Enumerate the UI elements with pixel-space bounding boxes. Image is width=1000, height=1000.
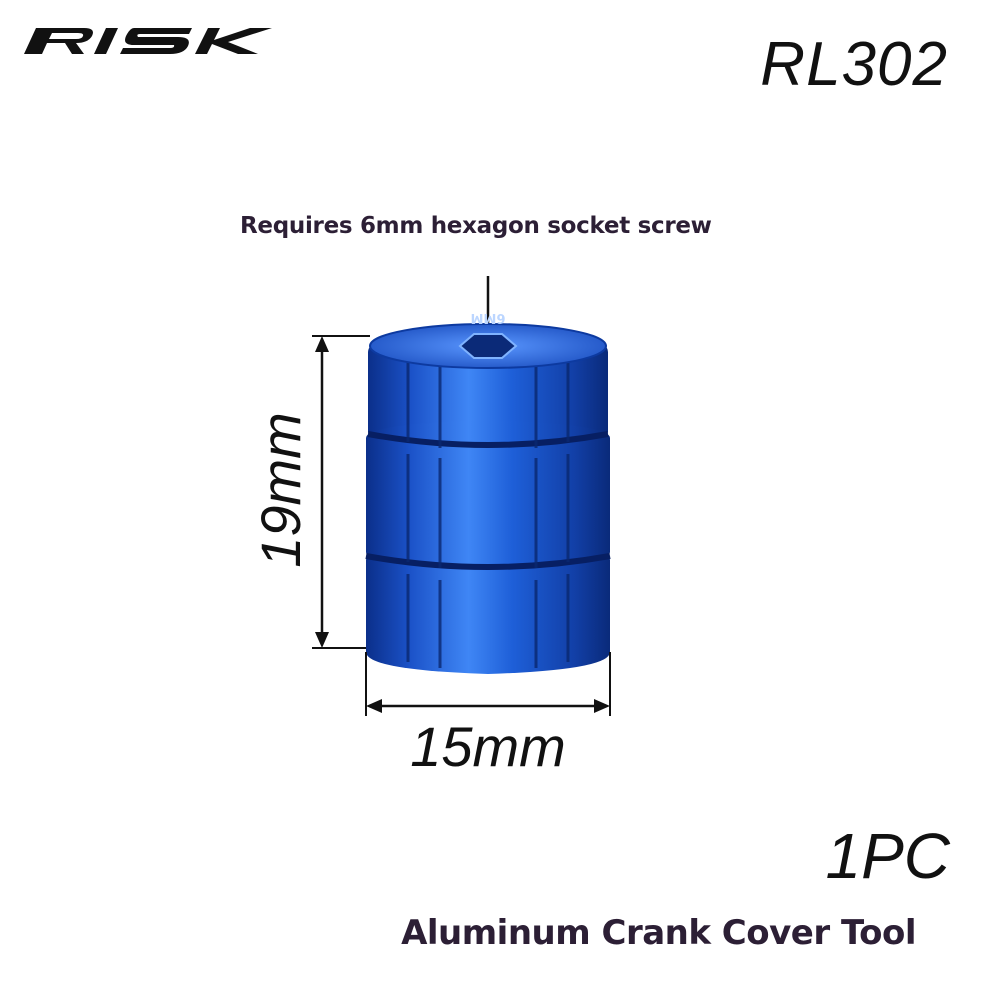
height-dimension: 19mm bbox=[249, 335, 370, 649]
engraving-text: 6MM bbox=[471, 310, 506, 325]
product-caption: Aluminum Crank Cover Tool bbox=[401, 913, 916, 953]
socket-requirement-note: Requires 6mm hexagon socket screw bbox=[240, 213, 712, 239]
width-dimension: 15mm bbox=[365, 652, 611, 778]
tool-body bbox=[365, 323, 611, 674]
risk-logo-icon bbox=[24, 28, 272, 54]
model-number: RL302 bbox=[760, 30, 948, 99]
quantity-label: 1PC bbox=[825, 820, 951, 892]
width-label: 15mm bbox=[410, 715, 566, 778]
height-label: 19mm bbox=[249, 412, 312, 568]
hex-socket-icon bbox=[458, 333, 518, 359]
